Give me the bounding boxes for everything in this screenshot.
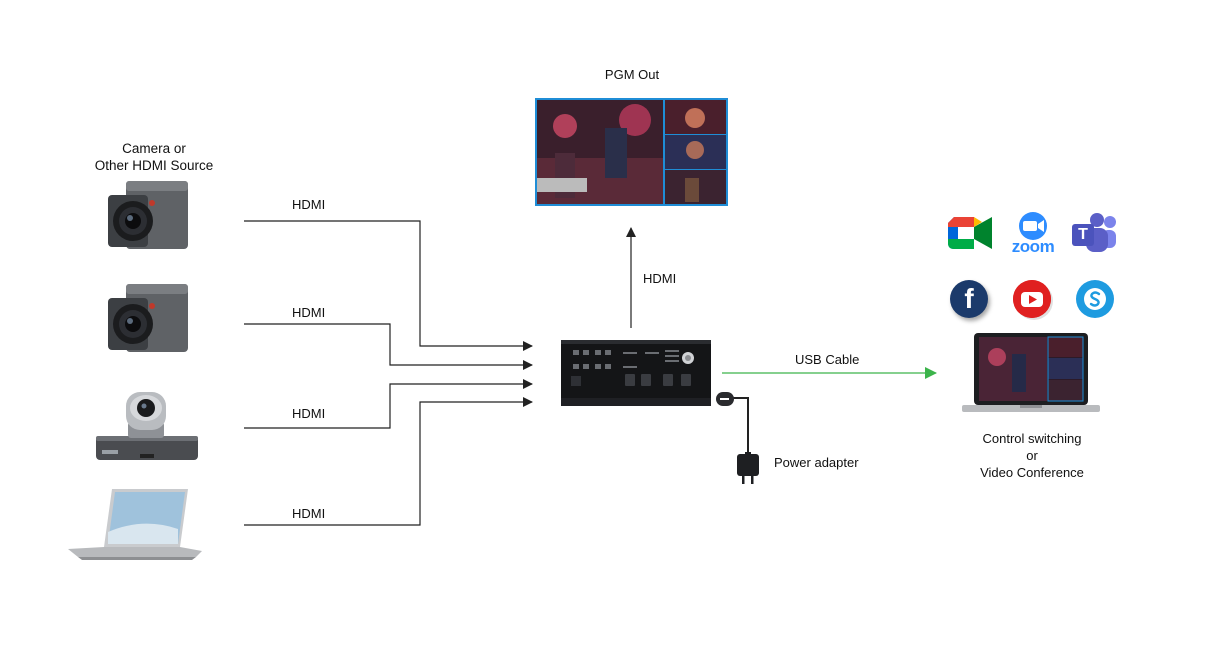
hdmi-wire-4 <box>244 397 533 526</box>
pgm-hdmi-label: HDMI <box>643 271 677 286</box>
power-plug-icon <box>716 392 734 406</box>
source-label: Camera or Other HDMI Source <box>84 140 224 174</box>
source-label-line2: Other HDMI Source <box>94 158 214 173</box>
control-label-line3: Video Conference <box>980 465 1084 480</box>
facebook-letter: f <box>964 283 974 314</box>
video-switcher-device[interactable] <box>561 340 711 406</box>
control-label-line2: or <box>1026 448 1038 463</box>
hdmi-label-3: HDMI <box>292 406 326 421</box>
hdmi-wire-3 <box>244 379 533 429</box>
hdmi-wire-2 <box>244 323 533 370</box>
pgm-out-label: PGM Out <box>604 67 660 82</box>
zoom-wordmark: zoom <box>1011 237 1055 256</box>
youtube-icon <box>1013 280 1053 320</box>
control-label-line1: Control switching <box>982 431 1082 446</box>
hdmi-label-4: HDMI <box>292 506 326 521</box>
google-meet-icon <box>948 217 992 249</box>
laptop-icon <box>68 489 202 560</box>
source-label-line1: Camera or <box>122 141 186 156</box>
facebook-icon: f <box>950 280 988 318</box>
control-label: Control switching or Video Conference <box>962 430 1102 481</box>
usb-cable-label: USB Cable <box>795 352 860 367</box>
pgm-output-monitor <box>535 98 728 206</box>
teams-icon: T <box>1070 212 1118 256</box>
zoom-icon: zoom <box>1007 211 1059 263</box>
hdmi-label-2: HDMI <box>292 305 326 320</box>
zoom-camera-icon <box>1019 212 1047 240</box>
teams-letter: T <box>1078 226 1088 243</box>
ptz-camera-icon <box>96 392 198 460</box>
destination-laptop-icon <box>962 333 1100 412</box>
box-camera-icon <box>108 284 188 352</box>
power-adapter-icon <box>737 452 759 484</box>
hdmi-label-1: HDMI <box>292 197 326 212</box>
skype-icon <box>1076 280 1114 318</box>
power-adapter-label: Power adapter <box>774 455 859 470</box>
box-camera-icon <box>108 181 188 249</box>
power-cable <box>728 397 749 455</box>
hdmi-wire-1 <box>244 220 533 351</box>
